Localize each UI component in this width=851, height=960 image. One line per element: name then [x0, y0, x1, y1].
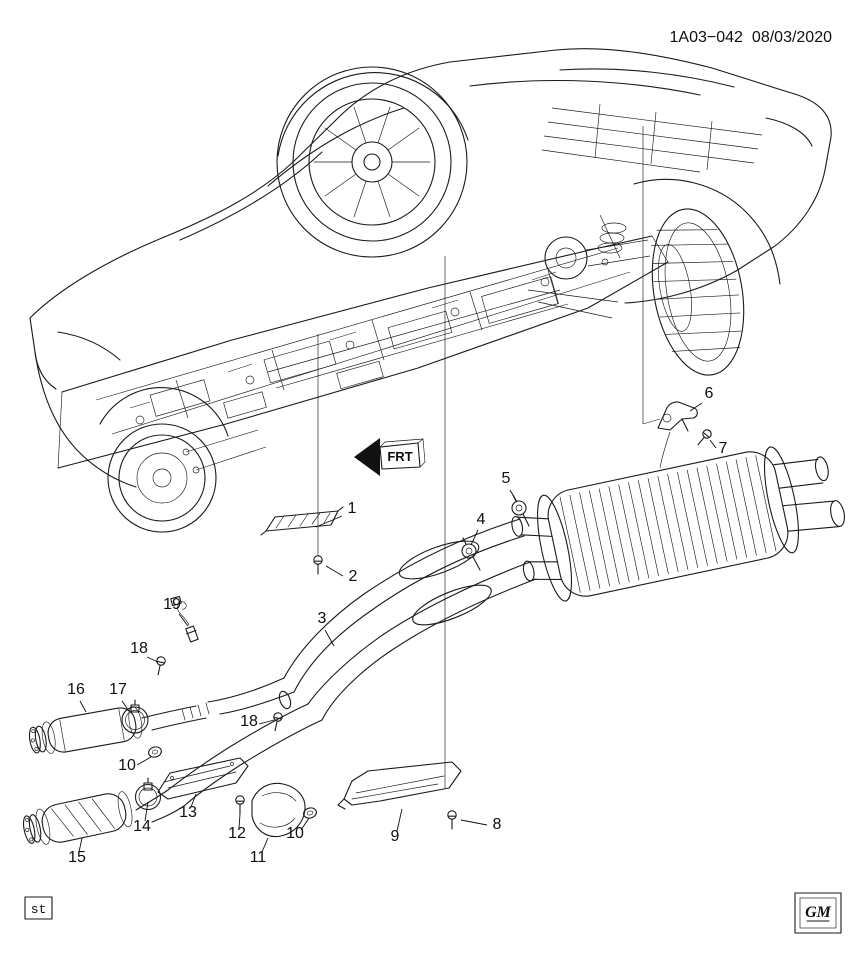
- doc-code: 1A03−042: [670, 29, 744, 46]
- callout-7: 7: [719, 440, 728, 457]
- gm-logo: GM: [794, 892, 842, 934]
- rear-right-arch-liner: [633, 178, 781, 285]
- callout-leader-13: [190, 793, 197, 808]
- callout-6: 6: [705, 385, 714, 402]
- car-body: [29, 48, 832, 488]
- callout-leader-7: [709, 439, 717, 449]
- front-left-wheel: [107, 423, 217, 533]
- catalytic-converter-upper: [28, 706, 143, 754]
- clamp-part17: [121, 699, 149, 734]
- bolt-part18-right: [273, 712, 283, 732]
- bolt-part18-left: [156, 656, 166, 676]
- callout-leader-18: [258, 719, 275, 725]
- footer-left-label: st: [31, 902, 47, 917]
- footer-left-tag: st: [24, 896, 53, 920]
- vehicle-illustration: [29, 48, 832, 533]
- callout-leader-9: [396, 808, 403, 832]
- callout-5: 5: [502, 470, 511, 487]
- rear-suspension: [527, 214, 651, 319]
- callout-11: 11: [250, 849, 267, 866]
- heat-shield-part13: [157, 757, 249, 800]
- frt-indicator: FRT: [354, 438, 426, 476]
- callout-10: 10: [118, 757, 136, 774]
- callout-leader-15: [78, 837, 83, 853]
- callout-leader-5: [509, 489, 518, 503]
- muffler: [511, 446, 845, 602]
- muffler-inlet-pipes: [511, 516, 562, 582]
- callout-19: 19: [163, 596, 181, 613]
- callout-leader-11: [261, 837, 269, 853]
- callout-leader-3: [324, 629, 335, 647]
- bolt-part8: [447, 810, 457, 830]
- callout-3: 3: [318, 610, 327, 627]
- callout-12: 12: [228, 825, 246, 842]
- callout-leader-4: [470, 529, 479, 546]
- gm-logo-text: GM: [805, 904, 832, 921]
- exhaust-assembly: [22, 401, 845, 845]
- hanger-bracket-part6: [657, 401, 698, 432]
- exhaust-pipes: [135, 518, 537, 823]
- doc-date: 08/03/2020: [752, 29, 832, 46]
- callout-leader-17: [121, 700, 130, 712]
- catalytic-converter-lower: [22, 791, 133, 845]
- heat-shield-part11: [251, 782, 306, 838]
- callout-leader-10: [136, 756, 152, 766]
- rear-left-wheel: [276, 66, 468, 258]
- callout-18: 18: [240, 713, 258, 730]
- callout-4: 4: [477, 511, 486, 528]
- callout-leader-12: [238, 813, 241, 829]
- callout-leader-19: [178, 613, 189, 627]
- callout-8: 8: [493, 816, 502, 833]
- callout-2: 2: [349, 568, 358, 585]
- bolt-part2: [313, 555, 323, 575]
- exhaust-tips: [773, 456, 845, 532]
- callout-14: 14: [133, 818, 151, 835]
- bolt-part12: [235, 795, 245, 815]
- callout-leader-8: [460, 819, 488, 826]
- callout-leader-10: [300, 817, 310, 831]
- clamp-part14: [134, 777, 162, 811]
- gasket-part10-left: [148, 746, 162, 758]
- frt-label: FRT: [387, 449, 412, 464]
- rear-right-tire: [651, 208, 745, 376]
- rear-bumper-diffuser: [541, 103, 763, 173]
- oxygen-sensor-part19: [170, 595, 199, 643]
- callout-15: 15: [68, 849, 86, 866]
- gasket-part10-right: [303, 807, 317, 819]
- callout-10: 10: [286, 825, 304, 842]
- heat-shield-part9: [337, 761, 462, 810]
- callout-leader-1: [315, 515, 343, 528]
- callout-1: 1: [348, 500, 357, 517]
- callout-leader-16: [79, 700, 87, 713]
- callout-9: 9: [391, 828, 400, 845]
- callout-leader-6: [689, 402, 703, 412]
- underbody-panels: [57, 235, 669, 474]
- mount-plate-part1: [260, 506, 344, 536]
- callout-leader-18: [146, 656, 159, 663]
- hanger-part4: [461, 537, 481, 571]
- doc-reference: 1A03−042 08/03/2020: [670, 29, 833, 46]
- reference-lines: [317, 126, 671, 788]
- callout-17: 17: [109, 681, 127, 698]
- frt-arrow-icon: [354, 438, 380, 476]
- callout-18: 18: [130, 640, 148, 657]
- callout-13: 13: [179, 804, 197, 821]
- callout-leader-2: [325, 565, 344, 577]
- bolt-part7: [697, 429, 712, 446]
- callout-leader-14: [144, 801, 149, 822]
- callout-16: 16: [67, 681, 85, 698]
